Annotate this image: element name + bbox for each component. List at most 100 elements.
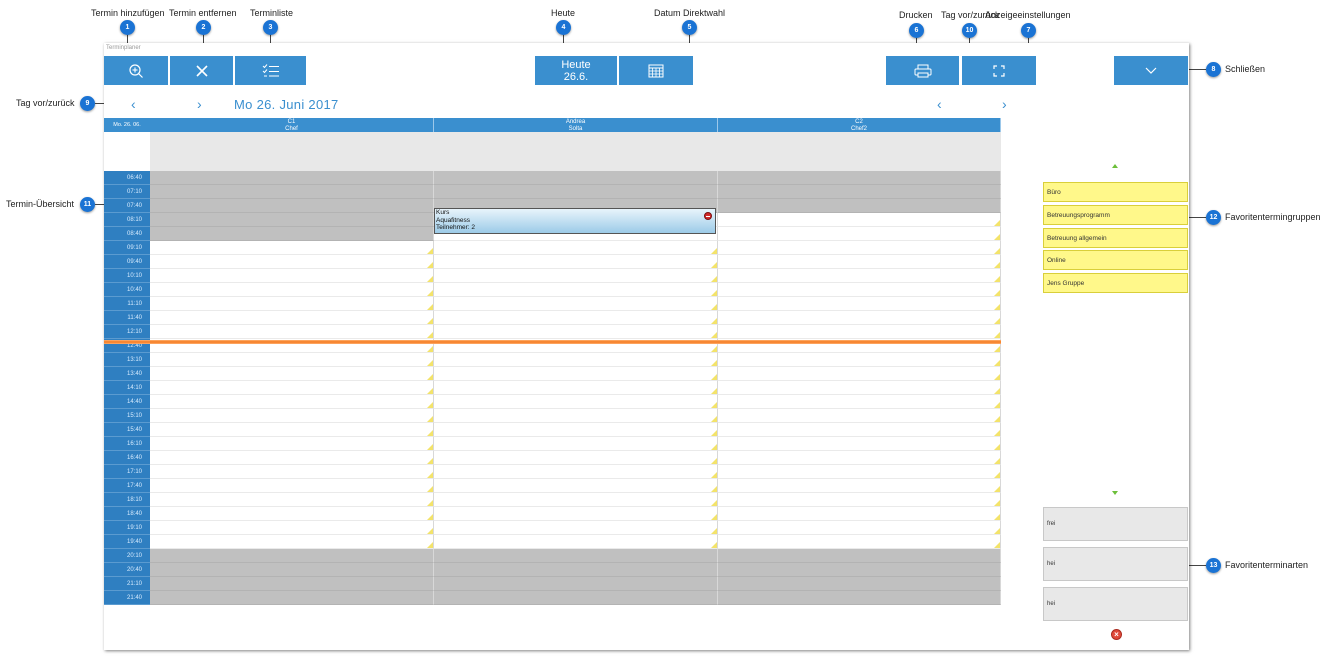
time-slot[interactable] [434,297,718,311]
time-slot[interactable] [718,521,1001,535]
time-slot[interactable] [718,339,1001,353]
time-slot[interactable] [150,283,434,297]
time-slot[interactable] [718,423,1001,437]
time-slot[interactable] [718,227,1001,241]
favorite-type-item[interactable]: hei [1043,547,1188,581]
time-slot[interactable] [150,269,434,283]
time-slot[interactable] [718,549,1001,563]
time-slot[interactable] [150,479,434,493]
time-slot[interactable] [718,451,1001,465]
time-slot[interactable] [150,297,434,311]
close-panel-button[interactable] [1114,56,1188,85]
time-slot[interactable] [150,353,434,367]
favorite-group-item[interactable]: Online [1043,250,1188,270]
time-slot[interactable] [150,339,434,353]
time-slot[interactable] [718,577,1001,591]
remove-appointment-button[interactable] [170,56,233,85]
time-slot[interactable] [434,255,718,269]
time-slot[interactable] [718,213,1001,227]
time-slot[interactable] [434,521,718,535]
date-picker-button[interactable] [619,56,693,85]
time-slot[interactable] [434,395,718,409]
time-slot[interactable] [434,465,718,479]
scroll-down-icon[interactable] [1112,491,1118,495]
close-circle-icon[interactable]: × [1111,629,1122,640]
time-slot[interactable] [150,311,434,325]
time-slot[interactable] [434,171,718,185]
favorite-type-item[interactable]: frei [1043,507,1188,541]
resource-column-header[interactable]: Andrea Solta [434,118,718,132]
time-slot[interactable] [150,395,434,409]
time-slot[interactable] [434,479,718,493]
time-slot[interactable] [150,437,434,451]
time-slot[interactable] [718,311,1001,325]
favorite-group-item[interactable]: Betreuungsprogramm [1043,205,1188,225]
time-slot[interactable] [150,227,434,241]
time-slot[interactable] [150,451,434,465]
appointment-list-button[interactable] [235,56,306,85]
delete-appointment-icon[interactable] [704,212,712,220]
time-slot[interactable] [434,549,718,563]
prev-day-arrow-right[interactable]: ‹ [937,96,942,112]
scroll-up-icon[interactable] [1112,164,1118,168]
time-slot[interactable] [718,591,1001,605]
time-slot[interactable] [434,269,718,283]
time-slot[interactable] [150,521,434,535]
time-slot[interactable] [718,255,1001,269]
time-slot[interactable] [718,465,1001,479]
time-slot[interactable] [718,409,1001,423]
time-slot[interactable] [718,437,1001,451]
time-slot[interactable] [150,241,434,255]
time-slot[interactable] [718,507,1001,521]
all-day-area[interactable] [150,132,1001,171]
add-appointment-button[interactable] [104,56,168,85]
time-slot[interactable] [434,507,718,521]
time-slot[interactable] [150,423,434,437]
time-slot[interactable] [434,339,718,353]
time-slot[interactable] [150,577,434,591]
time-slot[interactable] [718,241,1001,255]
time-slot[interactable] [434,325,718,339]
next-day-arrow-right[interactable]: › [1002,96,1007,112]
time-slot[interactable] [718,171,1001,185]
time-slot[interactable] [150,493,434,507]
time-slot[interactable] [434,381,718,395]
favorite-type-item[interactable]: hei [1043,587,1188,621]
time-slot[interactable] [434,367,718,381]
time-slot[interactable] [718,493,1001,507]
time-slot[interactable] [718,185,1001,199]
time-slot[interactable] [150,325,434,339]
time-slot[interactable] [434,577,718,591]
time-slot[interactable] [434,241,718,255]
appointment-grid[interactable] [150,171,1001,605]
time-slot[interactable] [150,591,434,605]
favorite-group-item[interactable]: Betreuung allgemein [1043,228,1188,248]
favorite-group-item[interactable]: Jens Gruppe [1043,273,1188,293]
time-slot[interactable] [718,535,1001,549]
time-slot[interactable] [434,451,718,465]
time-slot[interactable] [150,213,434,227]
time-slot[interactable] [434,185,718,199]
display-settings-button[interactable] [962,56,1036,85]
time-slot[interactable] [434,283,718,297]
time-slot[interactable] [150,563,434,577]
resource-column-header[interactable]: C2 Chef2 [718,118,1001,132]
time-slot[interactable] [718,283,1001,297]
time-slot[interactable] [150,171,434,185]
time-slot[interactable] [150,185,434,199]
time-slot[interactable] [150,381,434,395]
time-slot[interactable] [434,409,718,423]
appointment-block[interactable]: Kurs Aquafitness Teilnehmer: 2 [434,208,716,234]
time-slot[interactable] [718,297,1001,311]
time-slot[interactable] [434,311,718,325]
time-slot[interactable] [434,353,718,367]
time-slot[interactable] [150,367,434,381]
time-slot[interactable] [150,549,434,563]
time-slot[interactable] [150,409,434,423]
prev-day-arrow-left[interactable]: ‹ [131,96,136,112]
today-button[interactable]: Heute 26.6. [535,56,617,85]
print-button[interactable] [886,56,959,85]
time-slot[interactable] [434,563,718,577]
time-slot[interactable] [718,479,1001,493]
favorite-group-item[interactable]: Büro [1043,182,1188,202]
